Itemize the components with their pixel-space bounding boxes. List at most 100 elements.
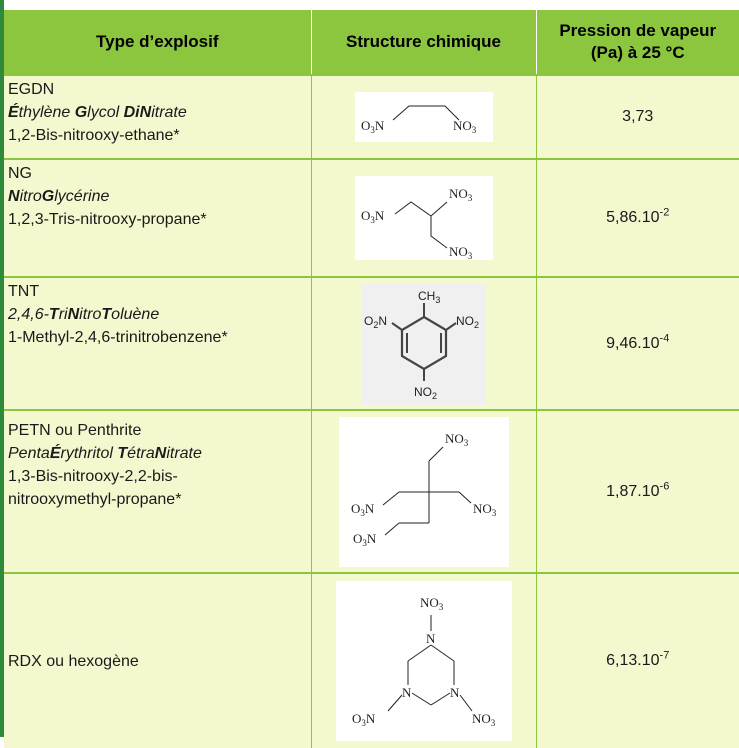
formula-label: O2N: [364, 314, 387, 330]
name-fragment: étra: [127, 445, 155, 462]
tnt-structure-image: CH3 O2N NO2 NO2: [361, 282, 486, 405]
pressure-value: 1,87.10: [606, 482, 660, 500]
formula-label: O3N: [353, 531, 377, 548]
explosive-abbrev: RDX ou hexogène: [8, 652, 139, 670]
header-pressure: Pression de vapeur (Pa) à 25 °C: [535, 10, 739, 75]
formula-label: CH3: [418, 289, 440, 305]
name-initial: T: [117, 445, 128, 462]
formula-label: NO3: [449, 244, 473, 260]
pressure-cell: 6,13.10-7: [535, 572, 739, 748]
structure-cell: NO3 O3N NO3 O3N: [310, 409, 536, 573]
pressure-cell: 5,86.10-2: [535, 158, 739, 277]
formula-label: O3N: [361, 208, 385, 225]
formula-label: N: [426, 631, 436, 646]
pressure-exponent: -2: [659, 206, 670, 219]
formula-label: NO3: [453, 118, 477, 135]
formula-label: NO3: [449, 186, 473, 203]
name-fragment: 2,4,6-: [8, 306, 49, 323]
name-fragment: itro: [19, 188, 42, 205]
name-initial: T: [48, 306, 59, 323]
pressure-value: 5,86.10: [606, 209, 660, 226]
formula-label: O3N: [352, 711, 376, 728]
pressure-value: 6,13.10: [606, 652, 660, 669]
structure-cell: NO3 N N N O3N NO3: [310, 572, 536, 748]
name-initial: G: [41, 188, 55, 205]
table-row: TNT 2,4,6-TriNitroToluène 1-Methyl-2,4,6…: [4, 276, 739, 410]
pressure-exponent: -6: [659, 480, 670, 493]
explosive-name-cell: RDX ou hexogène: [4, 572, 311, 748]
formula-label: NO2: [456, 314, 479, 330]
explosive-abbrev: NG: [8, 165, 32, 182]
explosive-full-name: PentaÉrythritol TétraNitrate: [8, 442, 311, 465]
name-initial: G: [74, 104, 88, 121]
name-fragment: itrate: [151, 104, 187, 121]
name-fragment: lycol: [87, 104, 124, 121]
table-row: EGDN Éthylène Glycol DiNitrate 1,2-Bis-n…: [4, 74, 739, 159]
name-initial: É: [8, 104, 19, 121]
formula-label: NO3: [473, 501, 497, 518]
name-initial: É: [49, 445, 61, 462]
egdn-structure-image: O3N NO3: [354, 92, 493, 142]
explosives-table: Type d’explosif Structure chimique Press…: [4, 10, 739, 748]
explosive-abbrev: TNT: [8, 283, 40, 300]
structure-cell: O3N NO3 NO3: [310, 158, 536, 277]
pressure-exponent: -4: [659, 332, 670, 345]
name-fragment: Penta: [8, 445, 50, 462]
structure-cell: CH3 O2N NO2 NO2: [310, 276, 536, 410]
formula-label: NO3: [472, 711, 496, 728]
header-type: Type d’explosif: [4, 10, 311, 75]
explosive-name-cell: EGDN Éthylène Glycol DiNitrate 1,2-Bis-n…: [4, 74, 311, 159]
explosive-iupac: 1-Methyl-2,4,6-trinitrobenzene*: [8, 329, 228, 346]
explosive-iupac: 1,2,3-Tris-nitrooxy-propane*: [8, 211, 207, 228]
name-fragment: itro: [79, 306, 102, 323]
explosive-iupac-line2: nitrooxymethyl-propane*: [8, 491, 182, 508]
pressure-cell: 1,87.10-6: [535, 409, 739, 573]
formula-label: NO3: [445, 431, 469, 448]
explosive-iupac: 1,2-Bis-nitrooxy-ethane*: [8, 127, 180, 144]
ng-structure-image: O3N NO3 NO3: [354, 176, 493, 260]
formula-label: O3N: [351, 501, 375, 518]
explosive-name-cell: PETN ou Penthrite PentaÉrythritol TétraN…: [4, 409, 311, 573]
pressure-cell: 9,46.10-4: [535, 276, 739, 410]
header-pressure-line1: Pression de vapeur: [559, 21, 717, 40]
name-initial: DiN: [123, 104, 152, 121]
top-margin: [0, 0, 739, 10]
name-initial: N: [67, 306, 80, 323]
pressure-value: 9,46.10: [606, 334, 660, 352]
explosive-iupac-line1: 1,3-Bis-nitrooxy-2,2-bis-: [8, 468, 178, 485]
formula-label: NO3: [420, 595, 444, 612]
explosive-full-name: NitroGlycérine: [8, 185, 311, 208]
header-row: Type d’explosif Structure chimique Press…: [4, 10, 739, 75]
explosive-name-cell: NG NitroGlycérine 1,2,3-Tris-nitrooxy-pr…: [4, 158, 311, 277]
formula-label: NO2: [414, 385, 437, 401]
explosive-abbrev: PETN ou Penthrite: [8, 422, 142, 439]
name-initial: T: [101, 306, 112, 323]
formula-label: N: [402, 685, 412, 700]
table-row: RDX ou hexogène NO3 N: [4, 572, 739, 748]
formula-label: N: [450, 685, 460, 700]
explosive-full-name: Éthylène Glycol DiNitrate: [8, 101, 311, 124]
header-pressure-line2: (Pa) à 25 °C: [590, 43, 685, 62]
petn-structure-image: NO3 O3N NO3 O3N: [338, 416, 509, 567]
explosive-abbrev: EGDN: [8, 81, 55, 98]
formula-label: O3N: [361, 118, 385, 135]
structure-cell: O3N NO3: [310, 74, 536, 159]
pressure-value: 3,73: [622, 108, 654, 125]
header-structure: Structure chimique: [310, 10, 536, 75]
name-fragment: lycérine: [54, 188, 110, 205]
name-fragment: itrate: [166, 445, 202, 462]
table-row: PETN ou Penthrite PentaÉrythritol TétraN…: [4, 409, 739, 573]
explosive-name-cell: TNT 2,4,6-TriNitroToluène 1-Methyl-2,4,6…: [4, 276, 311, 410]
pressure-cell: 3,73: [535, 74, 739, 159]
pressure-exponent: -7: [659, 649, 670, 662]
name-fragment: thylène: [18, 104, 75, 121]
left-accent-bar: [0, 0, 4, 737]
rdx-structure-image: NO3 N N N O3N NO3: [335, 581, 512, 741]
name-fragment: oluène: [111, 306, 160, 323]
explosive-full-name: 2,4,6-TriNitroToluène: [8, 303, 311, 326]
name-fragment: ri: [58, 306, 68, 323]
name-initial: N: [8, 188, 20, 205]
table-row: NG NitroGlycérine 1,2,3-Tris-nitrooxy-pr…: [4, 158, 739, 277]
name-initial: N: [154, 445, 167, 462]
